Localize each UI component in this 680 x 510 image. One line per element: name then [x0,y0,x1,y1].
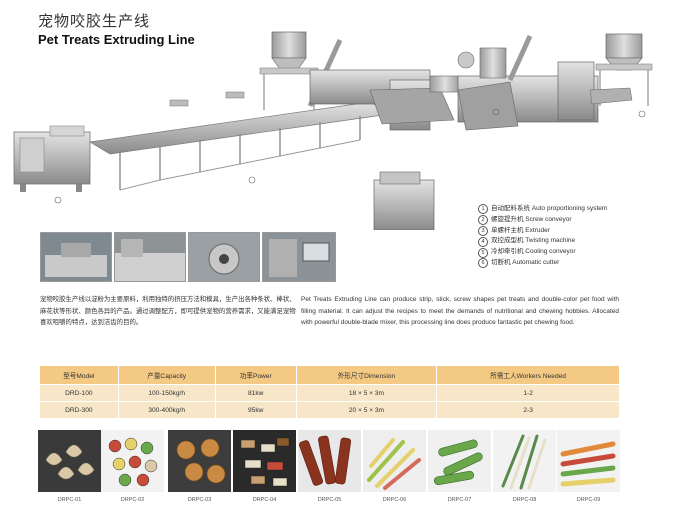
product-sample-image [168,430,231,492]
detail-photo-4 [262,232,336,282]
table-cell: 20 × 5 × 3m [296,401,438,418]
product-sample-image [363,430,426,492]
product-code: DRPC-07 [447,497,472,503]
table-cell: DRD-300 [40,401,119,418]
product-code: DRPC-04 [252,497,277,503]
product-code: DRPC-08 [512,497,537,503]
product-code: DRPC-01 [57,497,82,503]
product-sample-image [493,430,556,492]
col-header-dimension: 外形尺寸Dimension [296,366,438,385]
production-line-illustration [13,31,653,230]
spec-table: 型号Model 产量Capacity 功率Power 外形尺寸Dimension… [40,366,620,418]
page-title-en: Pet Treats Extruding Line [38,32,195,47]
product-code: DRPC-06 [382,497,407,503]
col-header-power: 功率Power [215,366,297,385]
col-header-workers: 所需工人Workers Needed [436,366,620,385]
page-title-cn: 宠物咬胶生产线 [38,13,151,30]
legend-label: 自动配料系统 Auto proportioning system [491,205,608,212]
legend-label: 冷却牵引机 Cooling conveyor [491,248,576,256]
legend-label: 单螺杆主机 Extruder [491,226,550,234]
table-cell: 18 × 5 × 3m [296,384,438,402]
product-code: DRPC-09 [576,497,601,503]
product-code: DRPC-02 [120,497,145,503]
description-chinese: 宠物咬胶生产线以淀粉为主要原料，利用独特的挤压方法和模具，生产出各种条状、棒状、… [40,296,296,326]
detail-photo-3 [188,232,260,282]
legend-label: 双控成型机 Twisting machine [491,237,576,245]
table-cell: DRD-100 [40,384,119,402]
col-header-capacity: 产量Capacity [118,366,216,385]
col-header-model: 型号Model [40,366,119,385]
product-code: DRPC-03 [187,497,212,503]
detail-photo-1 [40,232,112,282]
table-row: DRD-100 100-150kg/h 81kw 18 × 5 × 3m 1-2 [40,384,620,402]
table-cell: 300-400kg/h [118,401,216,418]
product-code: DRPC-05 [317,497,342,503]
product-sample-image [298,430,361,492]
description-english: Pet Treats Extruding Line can produce st… [301,296,619,326]
table-cell: 100-150kg/h [118,384,216,402]
table-cell: 81kw [215,384,297,402]
detail-photo-2 [114,232,186,282]
table-cell: 1-2 [436,384,620,402]
table-header-row: 型号Model 产量Capacity 功率Power 外形尺寸Dimension… [40,366,620,385]
product-sample-image [557,430,620,492]
table-cell: 95kw [215,401,297,418]
product-sample-image [233,430,296,492]
legend-label: 切断机 Automatic cutter [491,258,560,266]
product-sample-image [38,430,101,492]
product-sample-image [101,430,164,492]
table-cell: 2-3 [436,401,620,418]
legend-label: 螺旋提升机 Screw conveyor [491,215,572,223]
product-sample-image [428,430,491,492]
table-row: DRD-300 300-400kg/h 95kw 20 × 5 × 3m 2-3 [40,401,620,418]
